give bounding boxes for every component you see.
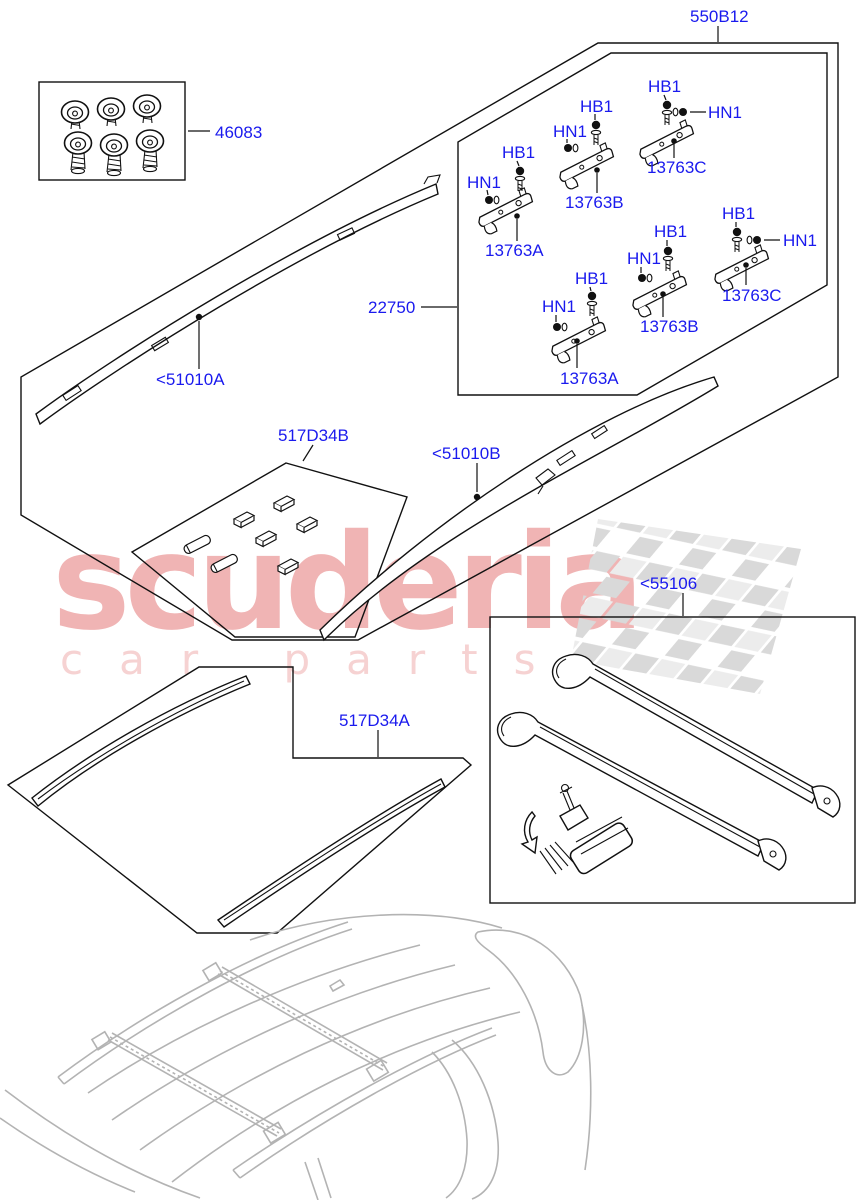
clip-pill (183, 534, 211, 555)
part-label-13763c[interactable]: 13763C (647, 158, 707, 177)
watermark-brand-text: scuderia (52, 506, 638, 660)
crossbar (496, 711, 787, 871)
bracket-assembly-13763c (709, 222, 780, 295)
part-label-hn1[interactable]: HN1 (467, 173, 501, 192)
roof-strip (31, 675, 251, 808)
part-label-51010a[interactable]: <51010A (156, 370, 225, 389)
part-label-517d34a[interactable]: 517D34A (339, 711, 411, 730)
roof-rail-right-drawing (319, 376, 719, 642)
bracket-assembly-13763b (627, 240, 693, 321)
grommet (96, 97, 126, 127)
crossbar-kit-contents (496, 653, 841, 875)
fixing-kit-b-box (130, 462, 408, 638)
crossbar (551, 653, 841, 818)
fitting-tool (520, 783, 634, 875)
grommet (135, 129, 165, 173)
part-label-13763b[interactable]: 13763B (565, 193, 624, 212)
part-label-hb1[interactable]: HB1 (722, 204, 755, 223)
watermark-tagline-text: car parts (60, 635, 571, 684)
vehicle-roof-sketch (0, 913, 592, 1200)
crossbar-kit-box (489, 616, 856, 904)
main-leader-lines (188, 26, 719, 757)
part-label-hb1[interactable]: HB1 (575, 269, 608, 288)
grommet (132, 94, 162, 124)
part-label-22750[interactable]: 22750 (368, 298, 415, 317)
bracket-kit-box (457, 52, 828, 396)
roof-strip (216, 778, 446, 928)
callout-dot-rail-left (195, 313, 203, 321)
callout-dot-rail-right (473, 493, 481, 501)
clip-pill (210, 553, 238, 574)
part-label-13763a[interactable]: 13763A (485, 241, 544, 260)
part-label-hn1[interactable]: HN1 (783, 231, 817, 250)
roof-rail-left-drawing (35, 174, 441, 426)
part-label-hb1[interactable]: HB1 (648, 77, 681, 96)
part-label-51010b[interactable]: <51010B (432, 444, 501, 463)
bracket-assembly-13763a (473, 160, 539, 241)
part-label-550b12[interactable]: 550B12 (690, 7, 749, 26)
part-label-13763a[interactable]: 13763A (560, 369, 619, 388)
checkered-flag-graphic (571, 519, 801, 694)
part-label-hb1[interactable]: HB1 (580, 97, 613, 116)
part-label-hb1[interactable]: HB1 (654, 222, 687, 241)
part-label-hn1[interactable]: HN1 (553, 122, 587, 141)
grommet (99, 133, 129, 177)
part-labels: 550B12 46083 22750 <51010A 517D34B <5101… (156, 7, 817, 730)
part-label-hn1[interactable]: HN1 (542, 297, 576, 316)
bracket-assembly-13763b (554, 114, 620, 193)
grommet (60, 100, 90, 130)
diagram-sheets (6, 42, 856, 934)
bracket-assembly-13763c (634, 94, 706, 170)
watermark: scuderia car parts (52, 506, 801, 694)
part-label-46083[interactable]: 46083 (215, 123, 262, 142)
bracket-assembly-13763a (546, 286, 612, 368)
grommet (63, 131, 93, 175)
part-label-13763b[interactable]: 13763B (640, 317, 699, 336)
grommet-kit-box (38, 81, 186, 181)
part-label-517d34b[interactable]: 517D34B (278, 426, 349, 445)
part-label-55106[interactable]: <55106 (640, 574, 697, 593)
kit-sheet-outline (20, 42, 839, 641)
part-label-hn1[interactable]: HN1 (708, 103, 742, 122)
fixing-kit-a-box (6, 666, 473, 934)
part-label-13763c[interactable]: 13763C (722, 286, 782, 305)
part-label-hn1[interactable]: HN1 (627, 249, 661, 268)
fixing-kit-b-clips (183, 495, 318, 576)
grommet-set-drawing (60, 94, 165, 177)
bracket-assemblies (473, 94, 780, 368)
fixing-kit-a-strips (31, 675, 446, 928)
part-label-hb1[interactable]: HB1 (502, 143, 535, 162)
